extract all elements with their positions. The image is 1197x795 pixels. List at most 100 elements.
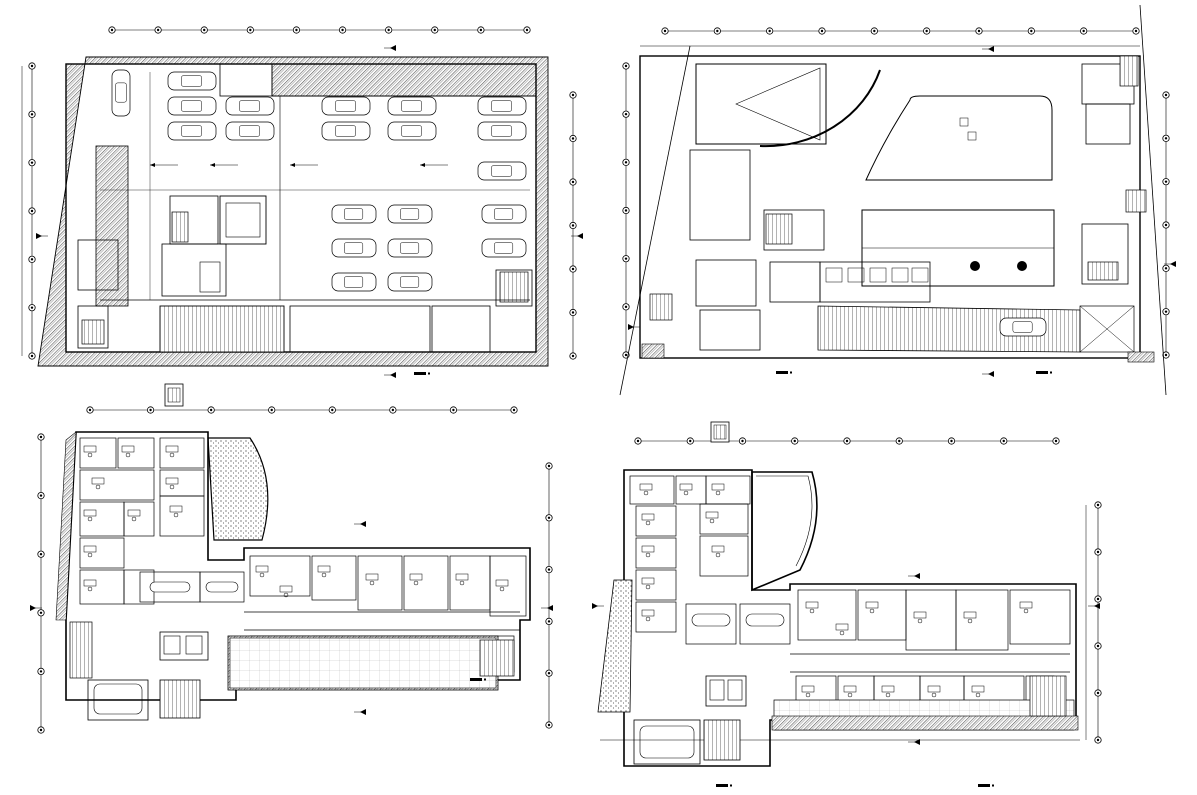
office-room (905, 589, 957, 651)
grid-bubble-icon (1094, 642, 1102, 650)
plan-title-bar (716, 784, 728, 787)
car-body (387, 238, 433, 258)
grid-bubble-dot (1054, 439, 1058, 443)
car-roof (400, 242, 420, 254)
car-roof (491, 165, 512, 177)
traffic-arrow-head (290, 163, 295, 167)
conference-table (149, 581, 191, 593)
plan-title-bar (776, 371, 788, 374)
grid-bubble-icon (818, 27, 826, 35)
grid-bubble-icon (328, 406, 336, 414)
garden-furniture (967, 131, 977, 141)
grid-bubble-dot (925, 29, 928, 33)
desk-top (835, 623, 849, 631)
desk-icon (455, 573, 469, 586)
car-body (167, 71, 217, 91)
stair-icon (765, 213, 793, 245)
stair-icon (171, 211, 189, 243)
desk-chair (709, 518, 715, 524)
grid-bubble-dot (203, 28, 206, 32)
car-icon (387, 96, 437, 116)
desk-icon (641, 545, 655, 558)
car-body (481, 238, 527, 258)
grid-bubble-icon (738, 437, 747, 445)
stair-core (763, 209, 825, 251)
desk-top (83, 445, 97, 453)
grid-bubble-icon (843, 437, 851, 445)
basement-parking-plan (21, 26, 583, 378)
office-room (123, 501, 155, 537)
grid-bubble-dot (1134, 29, 1138, 33)
plan-title-bar (978, 784, 990, 787)
grid-bubble-dot (110, 28, 114, 32)
car-body (167, 96, 217, 116)
desk-top (165, 445, 179, 453)
car-body (481, 204, 527, 224)
desk-chair (459, 580, 465, 586)
office-room (629, 475, 675, 505)
grid-bubble-dot (249, 28, 252, 32)
desk-icon (83, 545, 97, 558)
desk-top (963, 611, 977, 619)
desk-chair (259, 572, 265, 578)
desk-top (83, 545, 97, 553)
grid-bubble-icon (146, 406, 155, 414)
car-icon (111, 69, 131, 117)
desk-chair (715, 552, 721, 558)
grid-bubble-icon (1094, 689, 1102, 697)
plan-title-mark (776, 371, 792, 374)
grid-bubble-icon (292, 26, 301, 34)
desk-chair (645, 520, 651, 526)
grid-bubble-icon (622, 158, 630, 166)
grid-bubble-icon (207, 406, 215, 414)
desk-icon (83, 445, 97, 458)
plan-title-mark (414, 372, 430, 375)
desk-chair (87, 586, 93, 592)
desk-icon (169, 505, 183, 518)
car-roof (181, 75, 202, 87)
grid-bubble-icon (37, 667, 45, 676)
desk-chair (87, 552, 93, 558)
grid-bubble-icon (895, 437, 903, 445)
car-icon (477, 96, 527, 116)
desk-top (881, 685, 895, 693)
key-plan-mark (167, 387, 181, 403)
entry-ramp (159, 305, 285, 353)
terrace-room (633, 719, 701, 765)
car-icon (387, 238, 433, 258)
car-roof (400, 208, 420, 220)
desk-top (91, 477, 105, 485)
desk-top (495, 579, 509, 587)
plan-title-mark (978, 784, 994, 787)
elevator-core (159, 631, 209, 661)
desk-chair (1023, 608, 1029, 614)
grid-bubble-dot (1096, 550, 1100, 554)
desk-chair (125, 452, 131, 458)
grid-bubble-icon (510, 406, 518, 414)
office-room (159, 437, 205, 469)
car-roof (401, 125, 422, 137)
desk-icon (971, 685, 985, 698)
entry-gate (1079, 305, 1135, 353)
grid-bubble-dot (209, 408, 213, 412)
grid-bubble-dot (88, 408, 92, 412)
guard-room (431, 305, 491, 353)
curved-curtain-wall (751, 471, 818, 592)
desk-icon (91, 477, 105, 490)
grid-bubble-dot (820, 29, 824, 33)
car-roof (344, 242, 364, 254)
grid-bubble-dot (525, 28, 529, 32)
desk-chair (645, 616, 651, 622)
stair-icon (81, 319, 105, 345)
grid-bubble-icon (1094, 548, 1102, 556)
wc-fixture (869, 267, 887, 283)
grid-bubble-icon (431, 26, 439, 34)
desk-top (639, 483, 653, 491)
office-room (1009, 589, 1071, 645)
conference-table (691, 613, 731, 627)
desk-chair (917, 618, 923, 624)
grid-bubble-icon (338, 26, 347, 34)
car-icon (167, 71, 217, 91)
car-roof (344, 276, 364, 288)
desk-top (83, 509, 97, 517)
